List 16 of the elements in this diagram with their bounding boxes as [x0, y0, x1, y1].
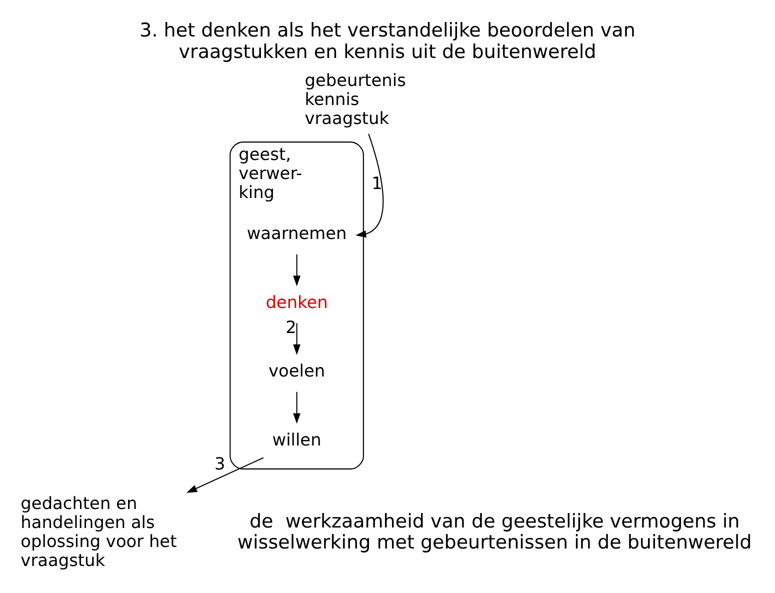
- diagram-title: 3. het denken als het verstandelijke beoordelen van vraagstukken en kennis uit de buitenwereld: [140, 20, 636, 63]
- node-text: waarnemen: [246, 223, 347, 244]
- node-text: voelen: [268, 360, 326, 381]
- node-text: gedachten en handelingen als oplossing voor het vraagstuk: [20, 492, 177, 570]
- arrow: [293, 254, 300, 286]
- edge-label: 2: [286, 316, 296, 337]
- arrow: [293, 323, 300, 356]
- edge-label: 1: [372, 172, 382, 193]
- node-text: denken: [266, 292, 328, 312]
- edge-label: 3: [214, 453, 226, 474]
- node-text: willen: [272, 429, 322, 450]
- arrow: [356, 134, 384, 238]
- caption: de werkzaamheid van de geestelijke vermogens in wisselwerking met gebeurtenissen in de buitenwereld: [237, 510, 752, 554]
- arrow: [186, 457, 264, 493]
- node-text: gebeurtenis kennis vraagstuk: [304, 70, 406, 128]
- arrow: [293, 392, 300, 424]
